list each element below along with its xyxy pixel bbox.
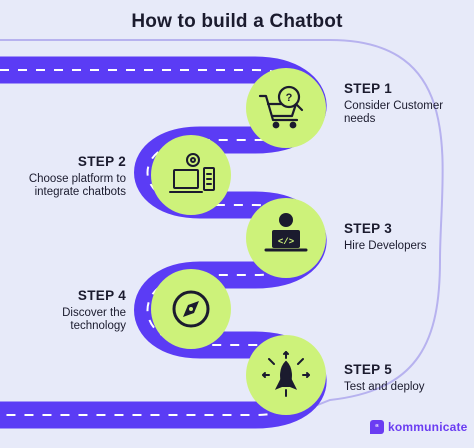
step-4-text: STEP 4 Discover the technology	[36, 288, 126, 333]
road-outline	[0, 39, 444, 413]
step-1-description: Consider Customer needs	[344, 100, 444, 125]
step-1-circle: ?	[246, 68, 326, 148]
step-5-text: STEP 5 Test and deploy	[344, 362, 464, 394]
platform-devices-icon	[169, 153, 215, 193]
compass-icon	[172, 290, 210, 328]
brand-logo: “ kommunicate	[370, 420, 468, 434]
step-3-heading: STEP 3	[344, 221, 393, 236]
step-2-heading: STEP 2	[77, 154, 126, 169]
step-4-heading: STEP 4	[77, 288, 126, 303]
step-2-text: STEP 2 Choose platform to integrate chat…	[20, 154, 126, 199]
step-2-description: Choose platform to integrate chatbots	[28, 173, 126, 198]
step-1-heading: STEP 1	[344, 81, 393, 96]
rocket-icon	[262, 351, 310, 397]
step-3-description: Hire Developers	[344, 240, 427, 252]
svg-text:?: ?	[286, 92, 293, 104]
step-1-text: STEP 1 Consider Customer needs	[344, 81, 464, 126]
step-5-description: Test and deploy	[344, 381, 425, 393]
page-title: How to build a Chatbot	[131, 11, 343, 32]
svg-text:</>: </>	[278, 237, 294, 247]
step-5-heading: STEP 5	[344, 362, 393, 377]
brand-name: kommunicate	[388, 420, 468, 434]
developer-laptop-icon: </>	[264, 213, 308, 252]
step-2-circle	[151, 135, 231, 215]
step-4-circle	[151, 269, 231, 349]
step-5-circle	[246, 335, 326, 415]
shopping-cart-search-icon: ?	[258, 85, 304, 129]
step-4-description: Discover the technology	[62, 307, 126, 332]
step-3-circle: </>	[246, 198, 326, 278]
kommunicate-logo-icon: “	[370, 420, 384, 434]
step-3-text: STEP 3 Hire Developers	[344, 221, 464, 253]
